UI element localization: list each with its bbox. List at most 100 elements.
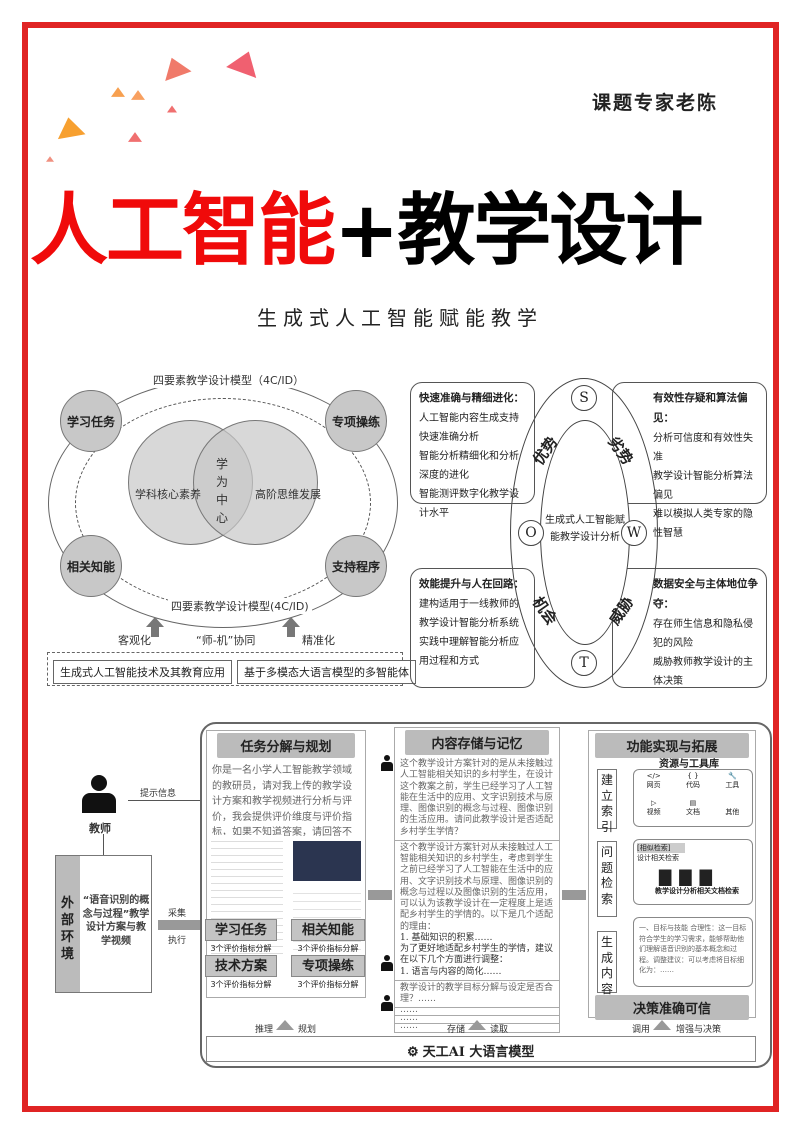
base-right: 基于多模态大语言模型的多智能体 — [237, 660, 416, 684]
up-arrow-icon — [468, 1020, 486, 1030]
subtitle: 生成式人工智能赋能教学 — [257, 306, 543, 330]
swot-s-box: 快速准确与精细进化： 人工智能内容生成支持快速准确分析智能分析精细化和分析深度的进… — [410, 382, 535, 519]
user-icon — [380, 955, 394, 971]
up-arrow-icon — [282, 617, 300, 627]
node-learning-task: 学习任务 — [60, 390, 122, 452]
letter-s: S — [571, 385, 597, 411]
s-item: 人工智能内容生成支持快速准确分析 — [419, 412, 519, 443]
s-title: 快速准确与精细进化： — [419, 392, 524, 404]
prompt-text: 你是一名小学人工智能教学领域的教研员，请对我上传的教学设计方案和教学视频进行分析… — [212, 765, 352, 836]
s-item: 智能测评数字化教学设计水平 — [419, 488, 519, 519]
document-icon: ▤文档 — [673, 799, 712, 826]
o-item: 建构适用于一线教师的教学设计智能分析系统 — [419, 598, 519, 629]
swot-center: 生成式人工智能赋能教学设计分析 — [545, 515, 625, 543]
up-arrow-icon — [146, 617, 164, 627]
video-thumbnail — [293, 841, 361, 881]
arrow-stem — [151, 627, 159, 637]
o-item: 实践中理解智能分析应用过程和方式 — [419, 636, 519, 667]
tag-practice: 专项操练 — [291, 955, 365, 977]
video-icon: ▷视频 — [634, 799, 673, 826]
tool-label: 代码 — [685, 781, 700, 789]
other-icon: 其他 — [713, 799, 752, 826]
right-circle-label: 高阶思维发展 — [255, 488, 321, 501]
decision-header: 决策准确可信 — [595, 995, 749, 1020]
left-circle-label: 学科核心素养 — [135, 488, 201, 501]
step-build-index: 建立索引 — [597, 769, 617, 834]
t-item: 存在师生信息和隐私侵犯的风险 — [653, 618, 753, 649]
file-search-icons: ▇▇▇ — [659, 867, 720, 886]
step-generate: 生成内容 — [597, 931, 617, 996]
bidirectional-arrow-icon — [562, 890, 586, 900]
collect-label: 采集 — [168, 909, 187, 919]
swot-o-box: 效能提升与人在回路：建构适用于一线教师的教学设计智能分析系统实践中理解智能分析应… — [410, 568, 535, 688]
search-result: 教学设计分析相关文档检索 — [655, 887, 739, 895]
t-title: 数据安全与主体地位争夺： — [653, 578, 758, 610]
library-title: 资源与工具库 — [659, 759, 719, 770]
model-label-top: 四要素教学设计模型（4C/ID） — [150, 372, 308, 388]
answer-list: 1. 语言与内容的简化…… — [400, 966, 502, 977]
function-panel: 功能实现与拓展 资源与工具库 </>网页 { }代码 🔧工具 ▷视频 ▤文档 其… — [588, 730, 756, 1020]
swot-t-box: 数据安全与主体地位争夺： 存在师生信息和隐私侵犯的风险威胁教师教学设计的主体决策 — [612, 568, 767, 688]
s-item: 智能分析精细化和分析深度的进化 — [419, 450, 519, 481]
search-tag: [相似检索] — [637, 843, 685, 853]
w-item: 难以模拟人类专家的隐性智慧 — [653, 508, 753, 539]
execute-label: 执行 — [168, 936, 187, 946]
title-red: 人工智能 — [30, 186, 336, 276]
tag-sub: 3个评价指标分解 — [297, 980, 359, 989]
blank-line: …… — [400, 1021, 418, 1032]
answer-text: 为了更好地适配乡村学生的学情，建议在以下几个方面进行调整： — [400, 944, 554, 966]
tool-label: 视频 — [646, 808, 661, 816]
environment-label: 外部环境 — [56, 856, 80, 992]
webpage-icon: </>网页 — [634, 772, 673, 799]
tag-sub: 3个评价指标分解 — [297, 944, 359, 953]
t-item: 威胁教师教学设计的主体决策 — [653, 656, 753, 687]
tag-sub: 3个评价指标分解 — [210, 944, 272, 953]
label-objective: 客观化 — [118, 634, 151, 647]
node-part-task-practice: 专项操练 — [325, 390, 387, 452]
answer-list: 1. 基础知识的积累…… — [400, 932, 493, 943]
call-label: 调用 — [632, 1025, 651, 1035]
author-brand: 课题专家老陈 — [592, 92, 719, 114]
tool-label: 其他 — [725, 808, 740, 816]
main-title: 人工智能+教学设计 — [30, 168, 703, 280]
user-icon — [380, 755, 394, 771]
user-icon — [380, 995, 394, 1011]
tool-library: </>网页 { }代码 🔧工具 ▷视频 ▤文档 其他 — [633, 769, 753, 827]
label-precision: 精准化 — [302, 634, 335, 647]
teacher-label: 教师 — [89, 822, 111, 835]
reasoning-label: 推理 — [255, 1025, 274, 1035]
down-arrow — [103, 834, 104, 856]
tag-sub: 3个评价指标分解 — [210, 980, 272, 989]
planning-label: 规划 — [298, 1025, 317, 1035]
prompt-arrow — [128, 800, 200, 801]
question-2: 教学设计的教学目标分解与设定是否合理？…… — [395, 981, 559, 1009]
tool-label: 文档 — [685, 808, 700, 816]
wrench-icon: 🔧工具 — [713, 772, 752, 799]
llm-label: 天工AI 大语言模型 — [422, 1045, 535, 1060]
tag-related-knowledge: 相关知能 — [291, 919, 365, 941]
tool-label: 工具 — [725, 781, 740, 789]
right-circle — [193, 420, 318, 545]
letter-o: O — [518, 520, 544, 546]
up-arrow-icon — [276, 1020, 294, 1030]
environment-box: 外部环境 “语音识别的概念与过程”教学设计方案与教学视频 — [55, 855, 152, 993]
environment-content: “语音识别的概念与过程”教学设计方案与教学视频 — [82, 895, 150, 947]
swot-outer-ring — [510, 378, 658, 688]
w-title: 有效性存疑和算法偏见： — [653, 392, 748, 424]
task-planning-panel: 任务分解与规划 你是一名小学人工智能教学领域的教研员，请对我上传的教学设计方案和… — [205, 730, 366, 998]
w-item: 教学设计智能分析算法偏见 — [653, 470, 753, 501]
step-retrieval: 问题检索 — [597, 841, 617, 917]
node-procedural-info: 支持程序 — [325, 535, 387, 597]
task-planning-header: 任务分解与规划 — [217, 733, 355, 758]
function-header: 功能实现与拓展 — [595, 733, 749, 758]
search-sub: 设计相关检索 — [637, 854, 679, 862]
bidirectional-arrow-icon — [158, 920, 200, 930]
label-teacher-machine: “师-机”协同 — [196, 634, 256, 647]
generated-content: 一、目标与技能 合理性：这一目标符合学生的学习需求，能够帮助他们理解语音识别的基… — [633, 917, 753, 987]
code-icon: { }代码 — [673, 772, 712, 799]
retrieval-box: [相似检索] 设计相关检索 ▇▇▇ 教学设计分析相关文档检索 — [633, 839, 753, 905]
brain-icon: ⚙ — [407, 1045, 419, 1060]
memory-header: 内容存储与记忆 — [405, 730, 549, 755]
poster-frame — [22, 22, 779, 1112]
model-label-bottom: 四要素教学设计模型(4C/ID) — [168, 598, 312, 614]
